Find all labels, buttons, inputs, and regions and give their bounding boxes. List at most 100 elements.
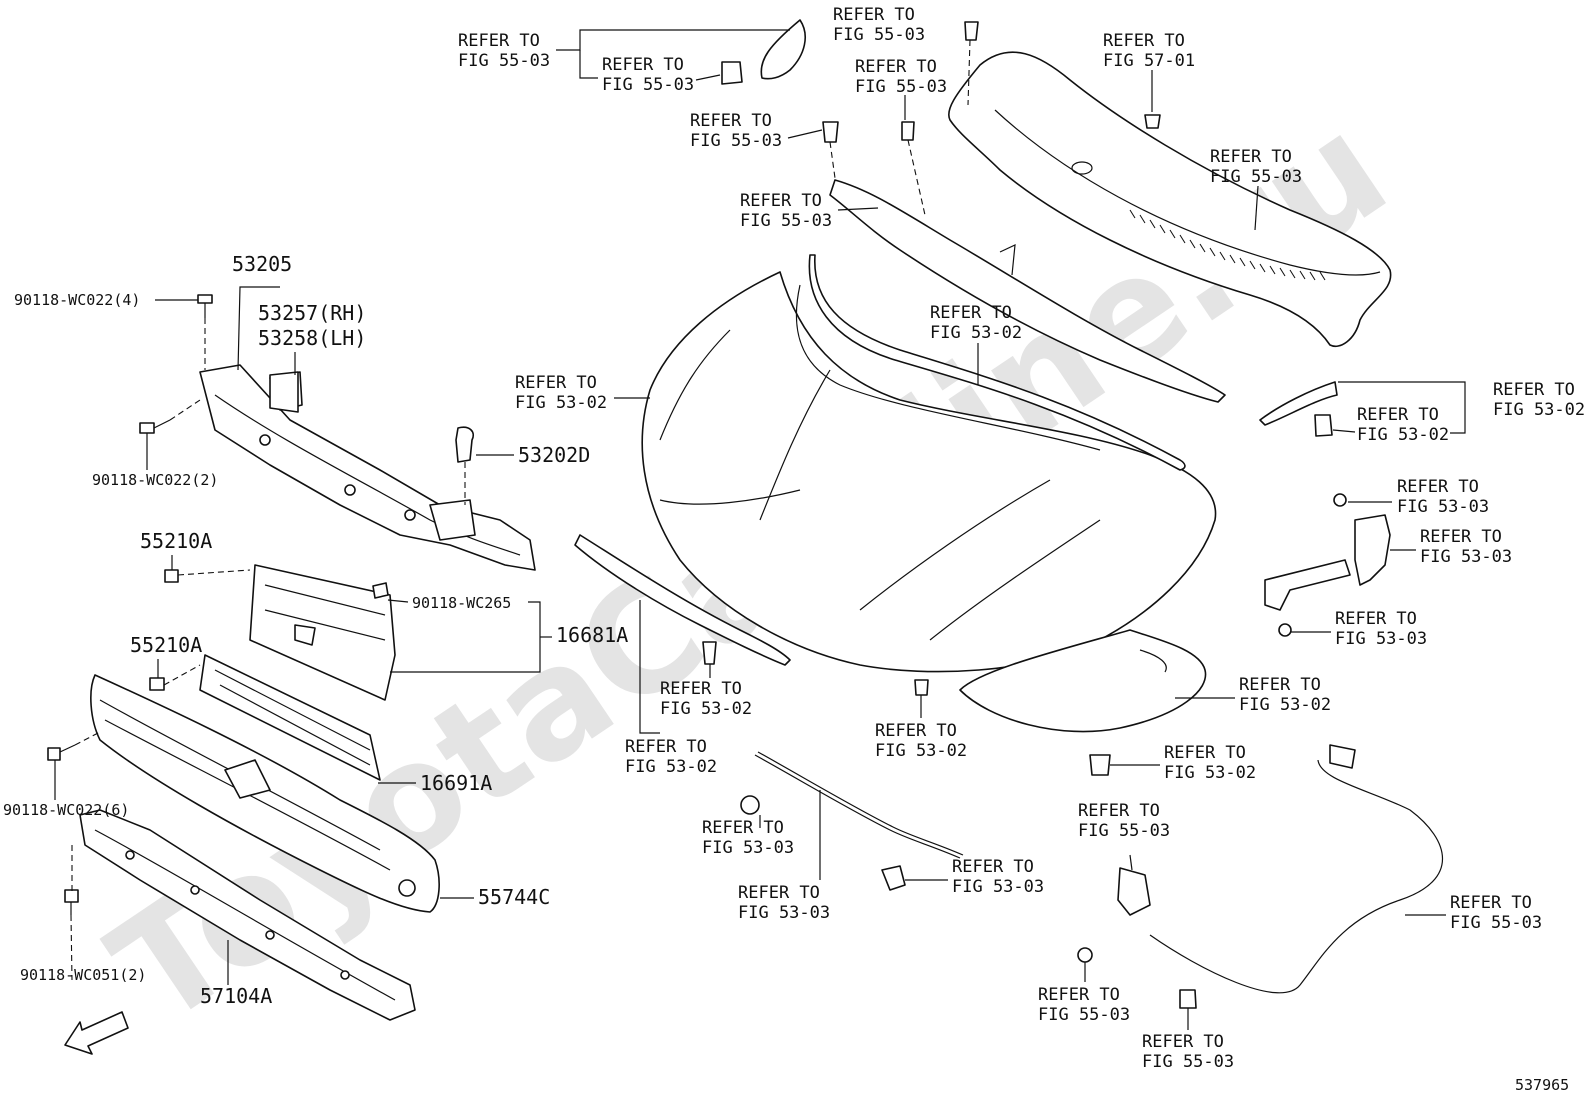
label-90118-wc265: 90118-WC265 xyxy=(412,594,511,612)
refer-r11: REFER TO FIG 53-02 xyxy=(1493,380,1585,420)
refer-r10: REFER TO FIG 53-02 xyxy=(515,373,607,413)
clip-5 xyxy=(702,641,717,665)
bolt-icon xyxy=(47,294,389,915)
hood-hinge xyxy=(1264,493,1391,637)
svg-text:REFER TO: REFER TO xyxy=(833,5,915,25)
svg-text:FIG 55-03: FIG 55-03 xyxy=(1142,1052,1234,1072)
svg-text:REFER TO: REFER TO xyxy=(1493,380,1575,400)
bumper-stopper xyxy=(455,426,474,463)
svg-text:FIG 55-03: FIG 55-03 xyxy=(833,25,925,45)
clip-1 xyxy=(822,121,839,143)
svg-text:REFER TO: REFER TO xyxy=(1239,675,1321,695)
svg-text:REFER TO: REFER TO xyxy=(875,721,957,741)
svg-text:REFER TO: REFER TO xyxy=(738,883,820,903)
label-90118-wc022-4: 90118-WC022(4) xyxy=(14,291,140,309)
label-55744c: 55744C xyxy=(478,885,550,909)
svg-text:REFER TO: REFER TO xyxy=(1420,527,1502,547)
svg-text:REFER TO: REFER TO xyxy=(1397,477,1479,497)
figure-number: 537965 xyxy=(1515,1076,1569,1094)
svg-text:REFER TO: REFER TO xyxy=(1450,893,1532,913)
svg-text:REFER TO: REFER TO xyxy=(1103,31,1185,51)
svg-text:FIG 55-03: FIG 55-03 xyxy=(1078,821,1170,841)
refer-r2: REFER TO FIG 55-03 xyxy=(602,55,694,95)
cowl-top-panel xyxy=(948,51,1392,347)
hood-front-molding xyxy=(574,534,791,666)
svg-text:REFER TO: REFER TO xyxy=(1078,801,1160,821)
clip-7 xyxy=(1089,754,1111,776)
label-53258: 53258(LH) xyxy=(258,326,366,350)
svg-text:FIG 53-03: FIG 53-03 xyxy=(952,877,1044,897)
svg-text:FIG 55-03: FIG 55-03 xyxy=(855,77,947,97)
svg-text:FIG 53-02: FIG 53-02 xyxy=(1357,425,1449,445)
label-90118-wc051-2: 90118-WC051(2) xyxy=(20,966,146,984)
refer-r16: REFER TO FIG 53-02 xyxy=(1239,675,1331,715)
clip-top-1 xyxy=(721,61,743,85)
refer-r17: REFER TO FIG 53-02 xyxy=(660,679,752,719)
hood-lock xyxy=(1077,854,1151,963)
svg-text:FIG 53-02: FIG 53-02 xyxy=(875,741,967,761)
label-53202d: 53202D xyxy=(518,443,590,467)
refer-r18: REFER TO FIG 53-02 xyxy=(625,737,717,777)
refer-r24: REFER TO FIG 53-03 xyxy=(738,883,830,923)
svg-text:FIG 55-03: FIG 55-03 xyxy=(690,131,782,151)
clip-2 xyxy=(901,121,915,141)
refer-r9: REFER TO FIG 53-02 xyxy=(930,303,1022,343)
svg-text:FIG 55-03: FIG 55-03 xyxy=(1210,167,1302,187)
refer-r12: REFER TO FIG 53-02 xyxy=(1357,405,1449,445)
svg-text:REFER TO: REFER TO xyxy=(855,57,937,77)
bumper-reinforcement-55744c xyxy=(90,674,440,913)
svg-text:REFER TO: REFER TO xyxy=(690,111,772,131)
refer-r7: REFER TO FIG 55-03 xyxy=(1210,147,1302,187)
svg-text:FIG 53-03: FIG 53-03 xyxy=(738,903,830,923)
refer-r19: REFER TO FIG 53-02 xyxy=(875,721,967,761)
svg-text:REFER TO: REFER TO xyxy=(1357,405,1439,425)
svg-text:FIG 53-02: FIG 53-02 xyxy=(1164,763,1256,783)
refer-r5: REFER TO FIG 57-01 xyxy=(1103,31,1195,71)
refer-r25: REFER TO FIG 55-03 xyxy=(1450,893,1542,933)
svg-text:REFER TO: REFER TO xyxy=(1142,1032,1224,1052)
svg-text:REFER TO: REFER TO xyxy=(740,191,822,211)
svg-text:FIG 53-02: FIG 53-02 xyxy=(625,757,717,777)
svg-text:REFER TO: REFER TO xyxy=(660,679,742,699)
svg-text:REFER TO: REFER TO xyxy=(458,31,540,51)
label-90118-wc022-6: 90118-WC022(6) xyxy=(3,801,129,819)
svg-text:FIG 53-03: FIG 53-03 xyxy=(1335,629,1427,649)
svg-text:REFER TO: REFER TO xyxy=(515,373,597,393)
hood-side-bracket xyxy=(1259,381,1338,426)
svg-text:FIG 57-01: FIG 57-01 xyxy=(1103,51,1195,71)
svg-text:REFER TO: REFER TO xyxy=(1210,147,1292,167)
svg-text:REFER TO: REFER TO xyxy=(1038,985,1120,1005)
svg-text:REFER TO: REFER TO xyxy=(1164,743,1246,763)
refer-r1: REFER TO FIG 55-03 xyxy=(458,31,550,71)
refer-r26: REFER TO FIG 55-03 xyxy=(1038,985,1130,1025)
clip-3 xyxy=(964,21,979,41)
svg-text:FIG 55-03: FIG 55-03 xyxy=(740,211,832,231)
svg-text:FIG 53-03: FIG 53-03 xyxy=(1420,547,1512,567)
svg-text:FIG 53-02: FIG 53-02 xyxy=(1493,400,1585,420)
label-57104a: 57104A xyxy=(200,984,272,1008)
radiator-support-upper xyxy=(199,364,536,571)
refer-r27: REFER TO FIG 55-03 xyxy=(1142,1032,1234,1072)
svg-text:FIG 53-02: FIG 53-02 xyxy=(660,699,752,719)
clip-6 xyxy=(914,679,929,696)
refer-r8: REFER TO FIG 55-03 xyxy=(740,191,832,231)
fwd-arrow-icon: FWD xyxy=(64,1011,129,1055)
cowl-seal-strip xyxy=(829,179,1226,403)
svg-text:FIG 53-03: FIG 53-03 xyxy=(1397,497,1489,517)
refer-r4: REFER TO FIG 55-03 xyxy=(855,57,947,97)
refer-r6: REFER TO FIG 55-03 xyxy=(690,111,782,151)
hood-side-clip xyxy=(1314,414,1333,437)
label-16681a: 16681A xyxy=(556,623,628,647)
label-55210a-1: 55210A xyxy=(140,529,212,553)
label-53257: 53257(RH) xyxy=(258,301,366,325)
label-90118-wc022-2: 90118-WC022(2) xyxy=(92,471,218,489)
svg-text:FIG 53-02: FIG 53-02 xyxy=(930,323,1022,343)
svg-text:FIG 53-02: FIG 53-02 xyxy=(515,393,607,413)
svg-text:REFER TO: REFER TO xyxy=(930,303,1012,323)
svg-text:REFER TO: REFER TO xyxy=(1335,609,1417,629)
refer-r15: REFER TO FIG 53-03 xyxy=(1335,609,1427,649)
label-53205: 53205 xyxy=(232,252,292,276)
svg-text:FIG 53-02: FIG 53-02 xyxy=(1239,695,1331,715)
svg-text:FIG 53-03: FIG 53-03 xyxy=(702,838,794,858)
